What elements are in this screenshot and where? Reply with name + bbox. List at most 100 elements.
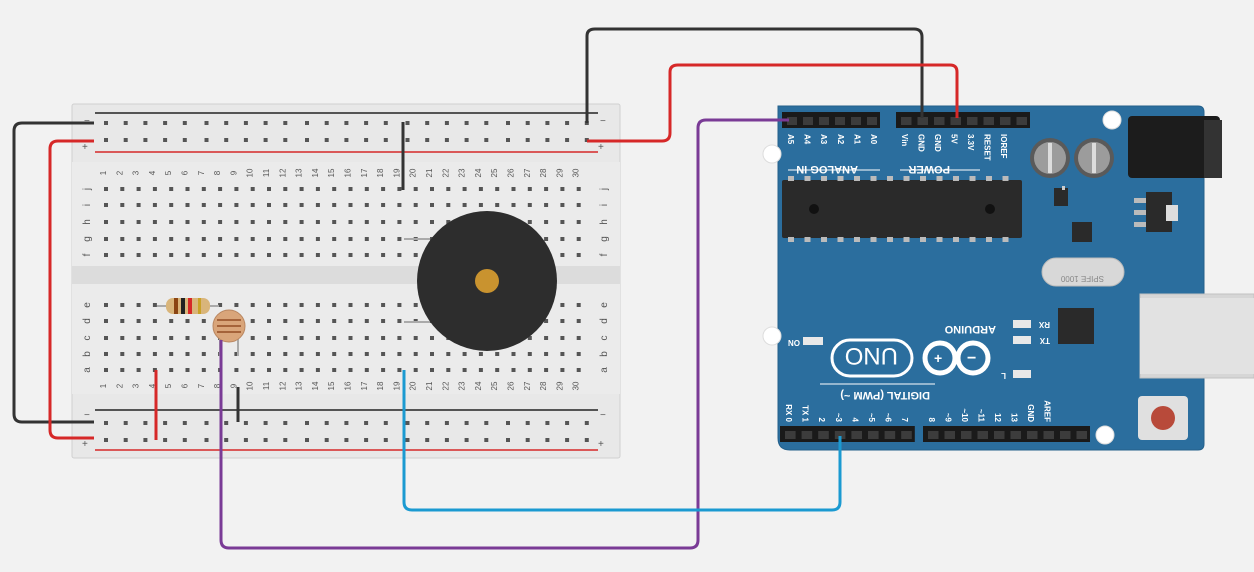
rail-hole[interactable] xyxy=(484,138,489,142)
digital-high-pin[interactable] xyxy=(1010,431,1022,439)
breadboard-hole[interactable] xyxy=(218,187,223,191)
rail-hole[interactable] xyxy=(104,421,108,425)
breadboard-hole[interactable] xyxy=(250,319,255,323)
breadboard-hole[interactable] xyxy=(478,187,483,191)
digital-high-pin[interactable] xyxy=(944,431,956,439)
breadboard-hole[interactable] xyxy=(104,368,108,372)
breadboard-hole[interactable] xyxy=(267,237,271,241)
breadboard-hole[interactable] xyxy=(576,237,581,241)
breadboard-hole[interactable] xyxy=(283,352,288,356)
breadboard-hole[interactable] xyxy=(364,237,369,241)
breadboard-hole[interactable] xyxy=(120,220,125,224)
breadboard-hole[interactable] xyxy=(283,319,288,323)
breadboard-hole[interactable] xyxy=(234,220,239,224)
breadboard-hole[interactable] xyxy=(544,368,549,372)
breadboard-hole[interactable] xyxy=(576,368,581,372)
rail-hole[interactable] xyxy=(143,421,148,425)
digital-high-pin[interactable] xyxy=(1043,431,1055,439)
rail-hole[interactable] xyxy=(506,438,510,442)
breadboard-hole[interactable] xyxy=(478,203,483,207)
rail-hole[interactable] xyxy=(405,421,410,425)
breadboard-hole[interactable] xyxy=(364,187,369,191)
breadboard-hole[interactable] xyxy=(136,253,141,257)
breadboard-hole[interactable] xyxy=(169,253,174,257)
wire-gnd-rail-loop[interactable] xyxy=(12,121,94,424)
breadboard-hole[interactable] xyxy=(332,352,337,356)
breadboard-hole[interactable] xyxy=(478,352,483,356)
breadboard-hole[interactable] xyxy=(544,237,549,241)
rail-hole[interactable] xyxy=(364,121,369,125)
power-pin[interactable] xyxy=(934,117,945,125)
breadboard-hole[interactable] xyxy=(250,187,255,191)
breadboard-hole[interactable] xyxy=(201,352,206,356)
rail-hole[interactable] xyxy=(243,421,248,425)
breadboard-hole[interactable] xyxy=(560,319,565,323)
rail-hole[interactable] xyxy=(565,438,570,442)
breadboard-hole[interactable] xyxy=(250,253,255,257)
breadboard-hole[interactable] xyxy=(364,319,369,323)
breadboard-hole[interactable] xyxy=(104,187,108,191)
breadboard-hole[interactable] xyxy=(104,352,108,356)
breadboard-hole[interactable] xyxy=(169,368,174,372)
digital-header-high[interactable] xyxy=(923,426,1090,442)
rail-hole[interactable] xyxy=(263,421,268,425)
rail-hole[interactable] xyxy=(204,421,209,425)
breadboard-hole[interactable] xyxy=(120,237,125,241)
rail-hole[interactable] xyxy=(243,438,248,442)
breadboard-hole[interactable] xyxy=(315,220,320,224)
breadboard-hole[interactable] xyxy=(397,336,402,340)
breadboard-hole[interactable] xyxy=(299,303,304,307)
rail-hole[interactable] xyxy=(545,438,550,442)
rail-hole[interactable] xyxy=(182,138,187,142)
digital-high-pin[interactable] xyxy=(977,431,989,439)
rail-hole[interactable] xyxy=(545,121,550,125)
breadboard-hole[interactable] xyxy=(250,237,255,241)
rail-hole[interactable] xyxy=(123,138,128,142)
breadboard-hole[interactable] xyxy=(364,352,369,356)
breadboard-hole[interactable] xyxy=(218,237,223,241)
analog-pin[interactable] xyxy=(819,117,829,125)
breadboard-hole[interactable] xyxy=(348,368,353,372)
rail-hole[interactable] xyxy=(143,138,148,142)
power-pin[interactable] xyxy=(983,117,995,125)
rail-hole[interactable] xyxy=(584,438,589,442)
rail-hole[interactable] xyxy=(565,138,570,142)
power-pin[interactable] xyxy=(917,117,929,125)
breadboard-hole[interactable] xyxy=(430,368,434,372)
rail-hole[interactable] xyxy=(405,138,410,142)
rail-hole[interactable] xyxy=(383,421,388,425)
rail-hole[interactable] xyxy=(324,121,329,125)
rail-hole[interactable] xyxy=(464,438,469,442)
digital-high-pin[interactable] xyxy=(1060,431,1071,439)
rail-hole[interactable] xyxy=(224,138,229,142)
breadboard-hole[interactable] xyxy=(381,368,386,372)
rail-hole[interactable] xyxy=(283,121,288,125)
rail-hole[interactable] xyxy=(182,121,187,125)
breadboard-hole[interactable] xyxy=(299,352,304,356)
breadboard-hole[interactable] xyxy=(104,336,108,340)
rail-hole[interactable] xyxy=(204,121,209,125)
breadboard-hole[interactable] xyxy=(560,237,565,241)
breadboard-hole[interactable] xyxy=(462,352,467,356)
breadboard-hole[interactable] xyxy=(381,319,386,323)
breadboard-hole[interactable] xyxy=(152,220,157,224)
rail-hole[interactable] xyxy=(425,121,430,125)
digital-low-pin[interactable] xyxy=(801,431,813,439)
breadboard-hole[interactable] xyxy=(120,253,125,257)
digital-low-pin[interactable] xyxy=(851,431,862,439)
breadboard-hole[interactable] xyxy=(495,368,500,372)
breadboard-hole[interactable] xyxy=(430,203,434,207)
digital-header-low[interactable] xyxy=(780,426,915,442)
rail-hole[interactable] xyxy=(182,421,187,425)
breadboard-hole[interactable] xyxy=(283,220,288,224)
rail-hole[interactable] xyxy=(224,438,229,442)
breadboard-hole[interactable] xyxy=(152,187,157,191)
breadboard-hole[interactable] xyxy=(332,319,337,323)
breadboard-hole[interactable] xyxy=(315,303,320,307)
wire-pin3-buzzer[interactable] xyxy=(402,370,842,512)
breadboard-hole[interactable] xyxy=(348,303,353,307)
breadboard-hole[interactable] xyxy=(104,203,108,207)
digital-high-pin[interactable] xyxy=(1027,431,1038,439)
analog-pin[interactable] xyxy=(867,117,877,125)
